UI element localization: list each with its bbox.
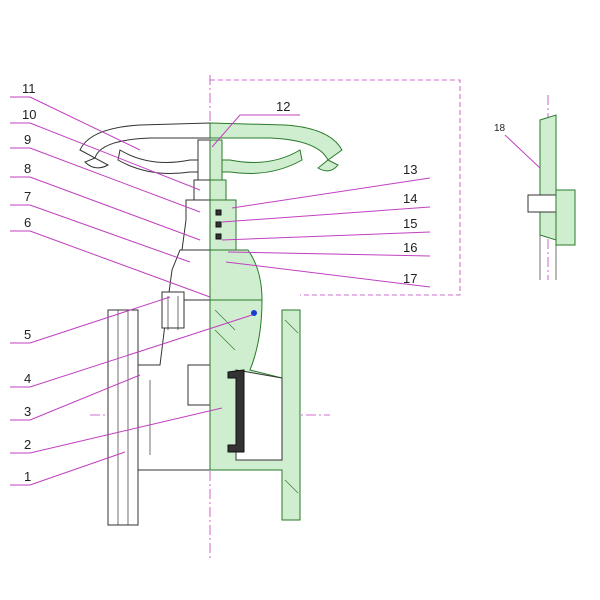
callout-17: 17 [403, 271, 417, 286]
valve-body-section [209, 299, 301, 521]
callout-6: 6 [24, 215, 31, 230]
callout-14: 14 [403, 191, 417, 206]
callout-11: 11 [22, 81, 36, 96]
bonnet [167, 199, 263, 301]
callout-12: 12 [276, 99, 290, 114]
callout-15: 15 [403, 216, 417, 231]
o-ring-marker [251, 310, 257, 316]
callout-18: 18 [494, 123, 506, 134]
callout-2: 2 [24, 437, 31, 452]
detail-18-view [527, 114, 576, 280]
handwheel [79, 122, 343, 174]
left-flange [107, 309, 139, 526]
callout-7: 7 [24, 189, 31, 204]
stem-nut [193, 139, 227, 201]
detail-frame [210, 79, 461, 296]
callout-1: 1 [24, 469, 31, 484]
callout-10: 10 [22, 107, 36, 122]
callout-labels: 1 2 3 4 5 6 7 8 9 10 11 12 13 14 15 16 1… [22, 81, 506, 484]
valve-body-left [137, 291, 211, 471]
callout-5: 5 [24, 327, 31, 342]
callout-8: 8 [24, 161, 31, 176]
leader-lines [10, 96, 541, 486]
callout-9: 9 [24, 132, 31, 147]
callout-16: 16 [403, 240, 417, 255]
callout-4: 4 [24, 371, 31, 386]
callout-13: 13 [403, 162, 417, 177]
callout-3: 3 [24, 404, 31, 419]
